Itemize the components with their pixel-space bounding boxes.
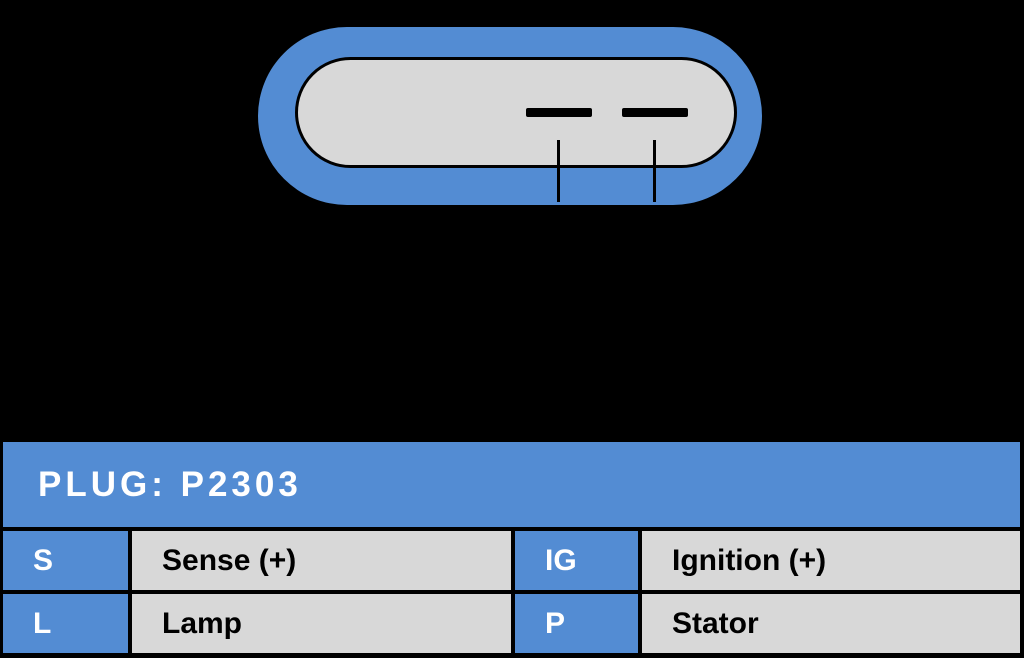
- pin-lead-line-4: [0, 140, 3, 202]
- pin-label-cell-l: Lamp: [132, 594, 511, 653]
- pin-grid: S Sense (+) IG Ignition (+) L Lamp P Sta…: [3, 531, 1020, 653]
- pin-code-cell-ig: IG: [515, 531, 638, 590]
- plug-table-header: PLUG: P2303: [3, 442, 1020, 527]
- plug-title: PLUG: P2303: [38, 464, 302, 504]
- pin-code-cell-l: L: [3, 594, 128, 653]
- connector-illustration: [0, 0, 1024, 240]
- pin-label-cell-p: Stator: [642, 594, 1020, 653]
- pin-code-cell-p: P: [515, 594, 638, 653]
- pin-lead-line-2: [653, 140, 656, 202]
- plug-table: PLUG: P2303 S Sense (+) IG Ignition (+) …: [3, 442, 1020, 653]
- pin-label-cell-s: Sense (+): [132, 531, 511, 590]
- pin-slot-4: [0, 108, 66, 117]
- pin-code-cell-s: S: [3, 531, 128, 590]
- pin-label-cell-ig: Ignition (+): [642, 531, 1020, 590]
- pin-slot-1: [526, 108, 592, 117]
- pin-lead-line-1: [557, 140, 560, 202]
- pin-slot-2: [622, 108, 688, 117]
